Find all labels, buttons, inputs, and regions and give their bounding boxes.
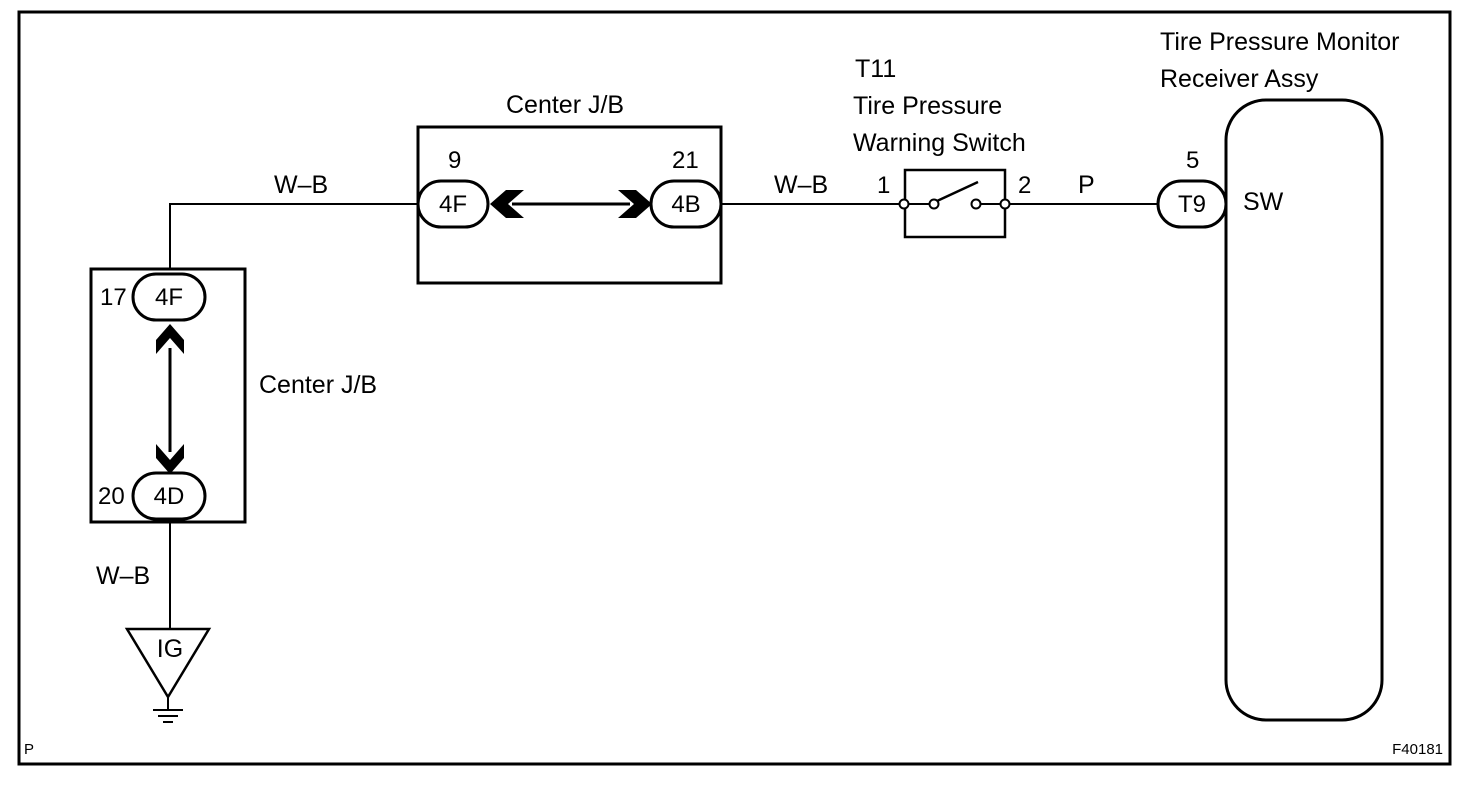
connector-t9-label: T9 [1178,191,1206,218]
connector-4b [649,179,723,229]
ig-source-triangle [124,627,212,700]
switch-name-line1: Tire Pressure [853,92,1002,120]
receiver-name-line1: Tire Pressure Monitor [1160,28,1399,56]
ig-label: IG [157,635,183,663]
wire-label-wb-jb-to-switch: W–B [774,171,828,199]
connector-4b-label: 4B [671,191,700,218]
ground-icon [153,697,183,723]
wire-label-wb-top-left: W–B [274,171,328,199]
switch-pin-2: 2 [1018,172,1031,199]
switch-terminal-1 [898,198,910,210]
pin-21-label: 21 [672,147,699,174]
connector-4f-top-label: 4F [439,191,467,218]
center-jb-top-label: Center J/B [506,91,624,119]
wire-wb-top-left [169,203,418,269]
connector-4d [131,471,207,521]
center-jb-left-box [89,267,247,524]
switch-contact-right [970,198,982,210]
pin-17-label: 17 [100,284,127,311]
pin-9-label: 9 [448,147,461,174]
wire-label-p: P [1078,171,1095,199]
diagram-frame [17,10,1452,766]
switch-pin-1: 1 [877,172,890,199]
page-code: P [24,741,34,758]
center-jb-left-label: Center J/B [259,371,377,399]
chevron-left-icon [490,190,524,218]
connector-4f-left-label: 4F [155,284,183,311]
figure-id: F40181 [1392,741,1443,758]
receiver-pin-5: 5 [1186,147,1199,174]
connector-4f-left [131,272,207,322]
chevron-down-icon [156,444,184,474]
receiver-terminal-sw: SW [1243,188,1284,216]
wire-label-wb-to-ig: W–B [96,562,150,590]
chevron-up-icon [156,324,184,354]
switch-code: T11 [855,55,896,83]
chevron-right-icon [618,190,652,218]
connector-4d-label: 4D [154,483,185,510]
switch-blade [936,180,979,203]
connector-4f-top [416,179,490,229]
switch-contact-left [928,198,940,210]
pin-20-label: 20 [98,483,125,510]
switch-terminal-2 [999,198,1011,210]
receiver-body [1224,98,1384,722]
connector-t9 [1156,179,1228,229]
switch-name-line2: Warning Switch [853,129,1026,157]
receiver-name-line2: Receiver Assy [1160,65,1319,93]
